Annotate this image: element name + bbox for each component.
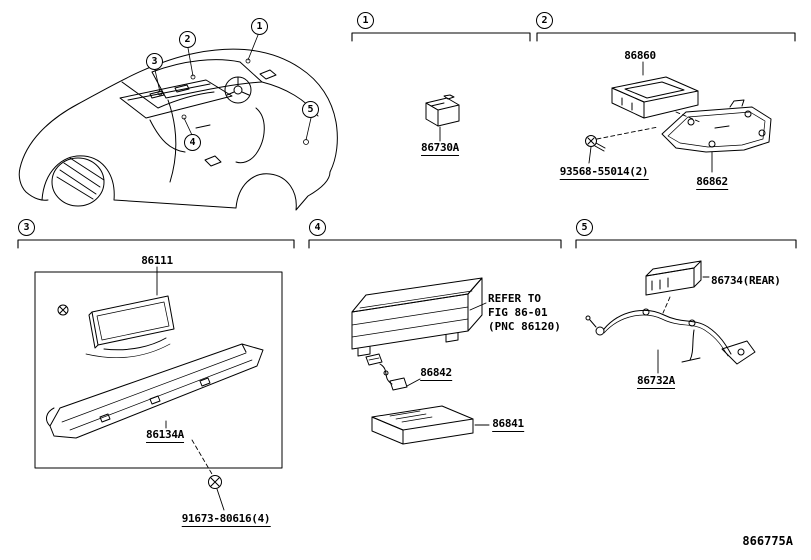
figure-id-text: 866775A [742, 534, 793, 548]
car-callout-leaders [154, 34, 312, 145]
section-3-num: 3 [23, 222, 30, 233]
part-91673-screw-drawing [208, 475, 225, 511]
section3-parts-box [34, 271, 283, 469]
section-4-marker[interactable]: 4 [309, 219, 326, 236]
callout-4-car[interactable]: 4 [184, 134, 201, 151]
callout-1-num: 1 [256, 21, 263, 32]
callout-1-car[interactable]: 1 [251, 18, 268, 35]
part-number-86860-text: 86860 [624, 49, 656, 62]
part-86841-amplifier-drawing [371, 405, 490, 445]
part-number-86860[interactable]: 86860 [624, 50, 656, 62]
part-number-86134a-text: 86134A [146, 428, 184, 443]
part-number-86732a-text: 86732A [637, 374, 675, 389]
refer-note-line3: (PNC 86120) [488, 320, 561, 333]
part-number-86111-text: 86111 [141, 254, 173, 267]
part-number-86862-text: 86862 [696, 175, 728, 190]
section-1-num: 1 [362, 15, 369, 26]
part-number-86734[interactable]: 86734(REAR) [711, 275, 781, 287]
part-86734-module-drawing [645, 260, 710, 314]
part-93568-bolt-drawing [585, 126, 659, 164]
callout-3-num: 3 [151, 56, 158, 67]
part-number-86862[interactable]: 86862 [696, 175, 728, 190]
part-number-86732a[interactable]: 86732A [637, 374, 675, 389]
refer-note-line1: REFER TO [488, 292, 541, 305]
callout-2-num: 2 [184, 34, 191, 45]
part-number-86841-text: 86841 [492, 417, 524, 432]
section-3-marker[interactable]: 3 [18, 219, 35, 236]
part-number-86842[interactable]: 86842 [420, 366, 452, 381]
part-86111-cluster-drawing [57, 266, 175, 358]
part-number-86730a[interactable]: 86730A [421, 141, 459, 156]
part-number-86734-location: (REAR) [742, 274, 781, 287]
section-2-num: 2 [541, 15, 548, 26]
callout-4-num: 4 [189, 137, 196, 148]
part-number-86134a[interactable]: 86134A [146, 428, 184, 443]
section-5-marker[interactable]: 5 [576, 219, 593, 236]
part-number-93568-text: 93568-55014(2) [559, 165, 649, 180]
refer-note: REFER TO FIG 86-01 (PNC 86120) [488, 292, 561, 334]
part-number-86841[interactable]: 86841 [492, 417, 524, 432]
callout-3-car[interactable]: 3 [146, 53, 163, 70]
car-illustration [18, 48, 338, 211]
part-86860-drawing [611, 61, 699, 119]
part-86120-radio-drawing [351, 277, 487, 357]
part-number-91673[interactable]: 91673-80616(4) [181, 512, 271, 527]
callout-5-car[interactable]: 5 [302, 101, 319, 118]
section-1-marker[interactable]: 1 [357, 12, 374, 29]
figure-id: 866775A [742, 534, 793, 548]
part-86730a-drawing [425, 94, 460, 142]
part-number-86111[interactable]: 86111 [141, 255, 173, 267]
part-number-86730a-text: 86730A [421, 141, 459, 156]
callout-2-car[interactable]: 2 [179, 31, 196, 48]
part-86732a-cable-drawing [585, 308, 756, 374]
part-86862-bracket-drawing [661, 99, 772, 173]
part-number-86842-text: 86842 [420, 366, 452, 381]
refer-note-line2: FIG 86-01 [488, 306, 548, 319]
part-86134a-panel-drawing [46, 343, 264, 475]
part-number-86734-text: 86734 [711, 274, 743, 287]
callout-5-num: 5 [307, 104, 314, 115]
section-2-marker[interactable]: 2 [536, 12, 553, 29]
section-brackets [17, 32, 797, 249]
part-number-91673-text: 91673-80616(4) [181, 512, 271, 527]
section-5-num: 5 [581, 222, 588, 233]
section-4-num: 4 [314, 222, 321, 233]
part-86842-wire-drawing [365, 353, 421, 391]
part-number-93568[interactable]: 93568-55014(2) [559, 165, 649, 180]
